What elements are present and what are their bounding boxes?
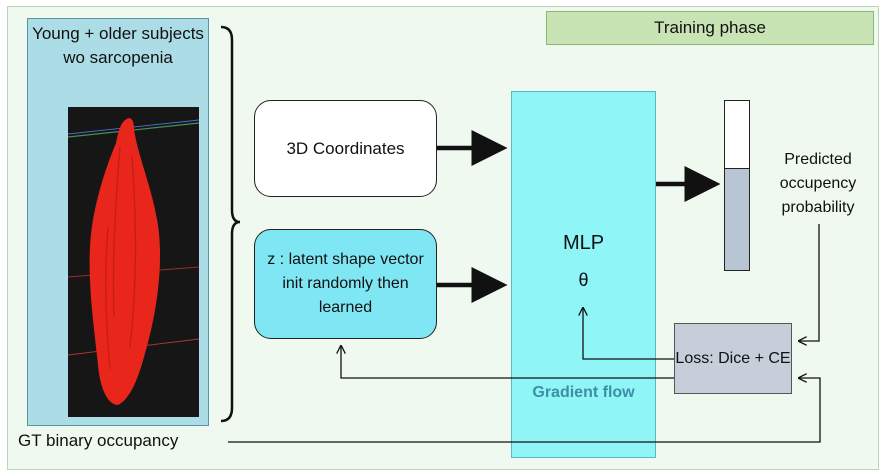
occupancy-bar-empty xyxy=(724,100,750,169)
training-phase-label: Training phase xyxy=(546,11,874,45)
mlp-title: MLP xyxy=(562,232,605,254)
subjects-label: Young + older subjects wo sarcopenia xyxy=(32,24,204,67)
predicted-occupancy-label: Predicted occupency probability xyxy=(779,151,857,216)
gradient-flow-label: Gradient flow xyxy=(532,384,635,401)
brace-icon xyxy=(220,25,241,423)
gt-occupancy-label: GT binary occupancy xyxy=(18,431,179,450)
arrow-gt-to-loss xyxy=(228,378,821,443)
mlp-block xyxy=(511,91,656,458)
latent-vector-box: z : latent shape vector init randomly th… xyxy=(254,229,437,339)
arrow-loss-to-theta xyxy=(583,308,674,360)
muscle-rendering-image xyxy=(68,107,199,417)
mlp-theta: θ xyxy=(578,270,589,290)
muscle-shape-icon xyxy=(68,118,199,406)
arrow-pred-to-loss xyxy=(799,224,820,341)
loss-box: Loss: Dice + CE xyxy=(674,323,792,394)
arrow-loss-to-latent xyxy=(341,346,674,379)
occupancy-bar-fill xyxy=(724,168,750,271)
coordinates-box: 3D Coordinates xyxy=(254,100,437,197)
